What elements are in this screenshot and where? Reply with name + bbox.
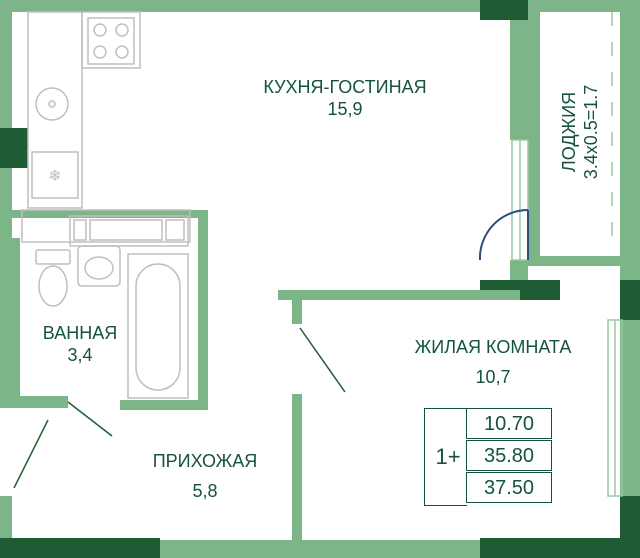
- doors: [13, 208, 529, 489]
- svg-text:❄: ❄: [48, 168, 61, 185]
- loggia-name: ЛОДЖИЯ: [559, 91, 579, 173]
- bath-shelf: [69, 215, 189, 247]
- total-with-loggia-value: 37.50: [466, 472, 552, 503]
- loggia-area: 3.4х0.5=1.7: [581, 84, 601, 180]
- washer-icon: ❄: [31, 151, 79, 199]
- rooms-count: 1+: [435, 444, 461, 469]
- loggia-label: ЛОДЖИЯ 3.4х0.5=1.7: [540, 12, 620, 252]
- bathroom-name: ВАННАЯ: [42, 323, 118, 343]
- toilet-icon: [35, 249, 71, 307]
- kitchen-name: КУХНЯ-ГОСТИНАЯ: [263, 77, 427, 97]
- living-name: ЖИЛАЯ КОМНАТА: [414, 337, 572, 357]
- rooms-box: [424, 408, 467, 506]
- area-summary: 1+ 10.70 35.80 37.50: [424, 408, 554, 506]
- living-area-value: 10.70: [466, 408, 552, 439]
- washbasin-icon: [77, 245, 121, 287]
- kitchen-area: 15,9: [327, 99, 363, 119]
- windows: [511, 12, 623, 497]
- hall-name: ПРИХОЖАЯ: [152, 451, 258, 471]
- kitchen-label: КУХНЯ-ГОСТИНАЯ 15,9: [250, 76, 440, 120]
- bathtub-icon: [127, 253, 189, 399]
- bathroom-area: 3,4: [67, 345, 93, 365]
- total-area-value: 35.80: [466, 440, 552, 471]
- kitchen-counter: [21, 11, 191, 243]
- hall-area: 5,8: [192, 481, 218, 501]
- inner-walls: [12, 210, 520, 540]
- living-area: 10,7: [475, 367, 511, 387]
- bathroom-label: ВАННАЯ 3,4: [38, 322, 122, 366]
- stove-icon: [87, 17, 135, 65]
- living-label: ЖИЛАЯ КОМНАТА 10,7: [408, 336, 578, 388]
- hall-label: ПРИХОЖАЯ 5,8: [150, 450, 260, 502]
- sink-icon: [35, 87, 69, 121]
